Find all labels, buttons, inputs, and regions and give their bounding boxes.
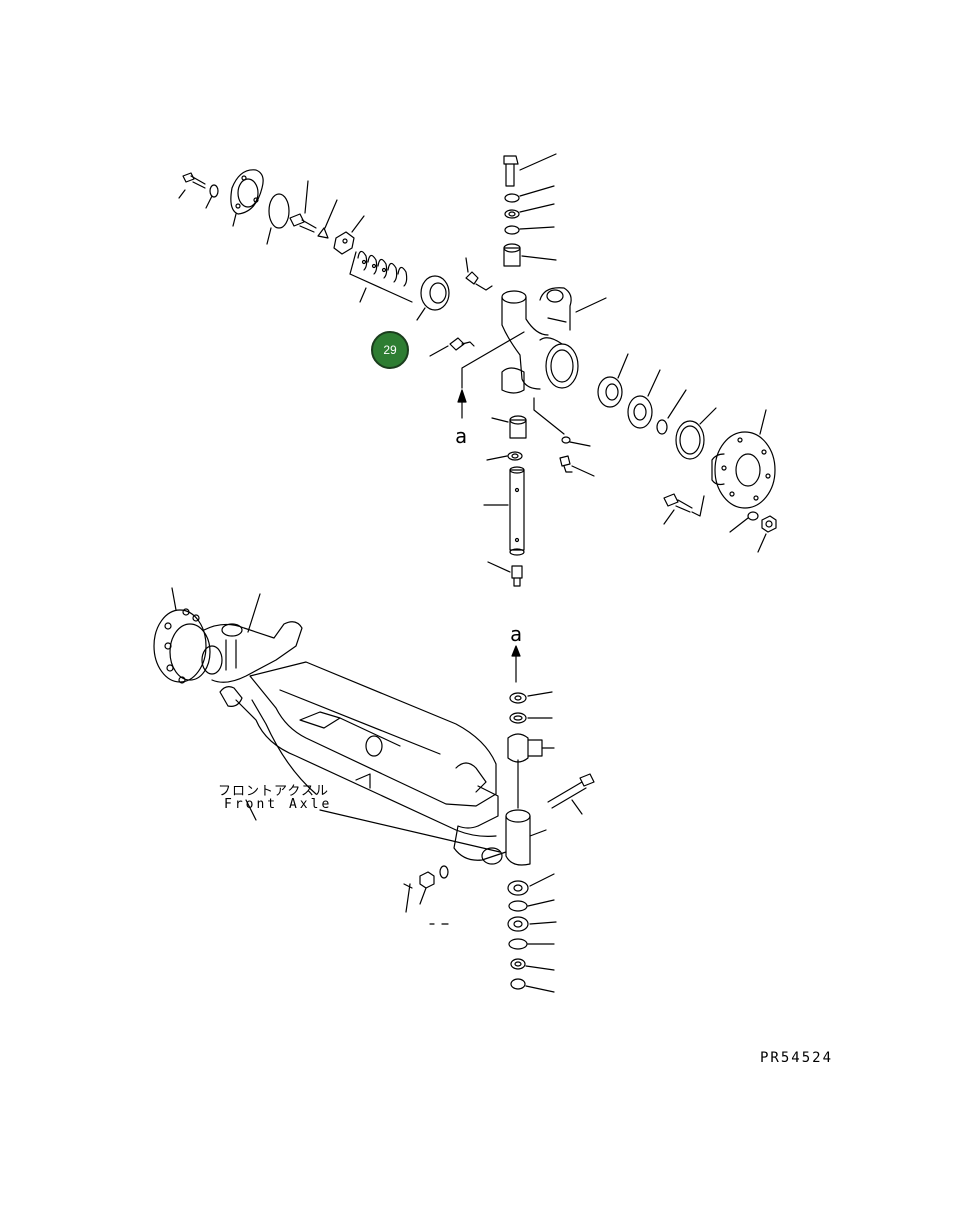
pivot-bolt [547, 773, 595, 815]
part-callout-marker[interactable]: 29 [371, 331, 409, 369]
view-arrow-label-top: a [455, 424, 468, 448]
view-arrow-label-bottom: a [510, 622, 523, 646]
axle-pivot-boss [505, 809, 547, 866]
grease-nipple-right [559, 455, 595, 477]
steering-knuckle [461, 287, 607, 435]
shim-stack [349, 250, 413, 303]
pivot-stack-upper [507, 691, 555, 809]
kingpin-lower-bushing [491, 415, 527, 439]
washer-upper-left [205, 184, 219, 209]
assembly-label-english: Front Axle [224, 797, 333, 812]
shim-holder [333, 215, 365, 255]
axle-beam [235, 661, 507, 865]
bearing-upper [416, 275, 450, 321]
arrow-a-icon-top [457, 389, 467, 403]
wheel-hub [711, 409, 776, 509]
small-o-ring [561, 436, 591, 447]
bearing-cone [597, 353, 629, 408]
seal-ring-large [675, 407, 717, 460]
cover-plate [230, 169, 264, 227]
callout-number: 29 [383, 343, 397, 357]
hub-washer [729, 511, 759, 533]
hub-nut [757, 515, 777, 553]
pivot-stack-lower [507, 873, 557, 993]
axle-knuckle-left [201, 593, 303, 707]
kingpin-top-washers [504, 185, 555, 235]
kingpin [483, 466, 525, 556]
lock-washer-small [317, 199, 338, 239]
kingpin-top-bolt [503, 153, 557, 187]
axle-hub-left [153, 587, 211, 684]
kingpin-top-bushing [503, 243, 557, 267]
assembly-label-japanese: フロントアクスル [218, 784, 329, 799]
hub-bolt [663, 493, 705, 525]
label-leader-short [245, 799, 257, 821]
arrow-a-icon-bottom [511, 645, 521, 657]
bolt-adjust [289, 180, 317, 233]
grease-nipple-lower [487, 561, 523, 587]
drawing-code: PR54524 [760, 1050, 834, 1066]
grease-nipple-upper [465, 257, 493, 291]
grease-fitting-left [429, 337, 475, 357]
kingpin-washer [486, 451, 523, 461]
label-leader-line [251, 699, 501, 853]
arrow-a-bottom-group [511, 645, 521, 683]
o-ring-small [656, 389, 687, 435]
oil-seal [627, 369, 661, 429]
gasket-ring [266, 193, 290, 245]
pivot-nut-and-washer [403, 865, 449, 925]
bolt-upper-left [178, 172, 206, 199]
